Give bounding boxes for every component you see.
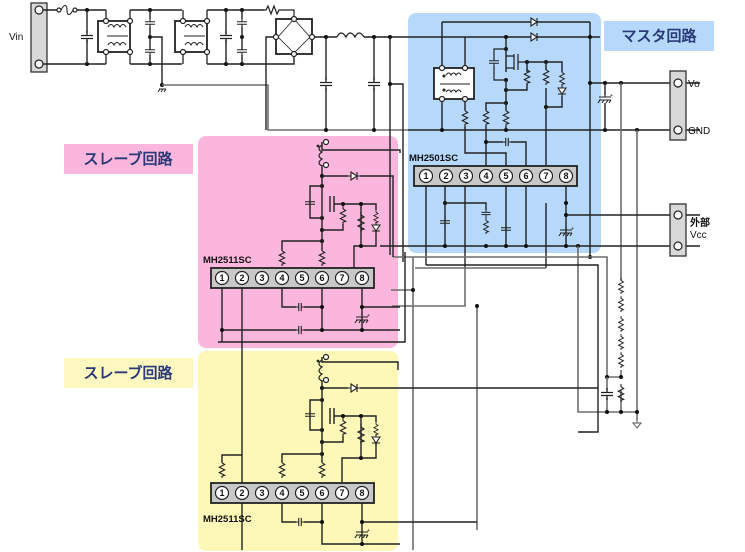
slave2-chip-pin-label: 4 bbox=[279, 488, 284, 498]
slave2-chip-pin-1 bbox=[214, 485, 230, 501]
bridge-rectifier-icon bbox=[272, 15, 316, 58]
slave1-chip-pin-3 bbox=[254, 270, 270, 286]
gnd-terminal bbox=[673, 125, 683, 135]
ext-vcc-label-2: Vcc bbox=[690, 230, 707, 241]
master-chip-pin-8 bbox=[558, 168, 574, 184]
inductor-icon bbox=[336, 32, 365, 39]
master-label: マスタ回路 bbox=[621, 27, 697, 45]
slave2-chip-pin-label: 1 bbox=[219, 488, 224, 498]
slave1-chip-pin-label: 2 bbox=[239, 273, 244, 283]
resistor-icon bbox=[264, 4, 295, 16]
common-mode-choke-icon bbox=[97, 10, 134, 64]
slave1-chip-pin-4 bbox=[274, 270, 290, 286]
slave2-chip-pin-2 bbox=[234, 485, 250, 501]
slave2-chip-pin-label: 8 bbox=[359, 488, 364, 498]
slave1-chip-pin-label: 4 bbox=[279, 273, 284, 283]
slave2-chip bbox=[210, 482, 375, 504]
slave1-chip-label: MH2511SC bbox=[203, 255, 252, 266]
fuse-icon bbox=[56, 4, 78, 16]
slave1-chip-pin-label: 8 bbox=[359, 273, 364, 283]
master-chip-pin-6 bbox=[518, 168, 534, 184]
master-chip-pin-1 bbox=[418, 168, 434, 184]
slave1-transformer-winding bbox=[316, 138, 330, 169]
vin-label: Vin bbox=[9, 32, 23, 43]
slave1-region bbox=[198, 136, 398, 348]
vo-label: Vo bbox=[688, 79, 700, 90]
master-chip-pin-label: 6 bbox=[523, 171, 528, 181]
slave2-transformer-winding bbox=[316, 353, 330, 384]
vin-connector bbox=[30, 2, 48, 73]
slave2-chip-pin-label: 5 bbox=[299, 488, 304, 498]
slave2-chip-pin-8 bbox=[354, 485, 370, 501]
master-chip-pin-label: 8 bbox=[563, 171, 568, 181]
slave2-chip-pin-6 bbox=[314, 485, 330, 501]
master-chip-pin-label: 4 bbox=[483, 171, 488, 181]
slave2-chip-pin-label: 3 bbox=[259, 488, 264, 498]
slave2-chip-pin-label: 7 bbox=[339, 488, 344, 498]
mosfet-icon bbox=[493, 48, 527, 81]
slave1-label-bg bbox=[64, 144, 193, 174]
master-label-bg bbox=[604, 21, 714, 51]
master-chip bbox=[413, 165, 578, 187]
master-chip-label: MH2501SC bbox=[409, 153, 458, 164]
master-chip-pin-7 bbox=[538, 168, 554, 184]
slave1-chip-pin-5 bbox=[294, 270, 310, 286]
master-chip-pin-4 bbox=[478, 168, 494, 184]
master-chip-pin-label: 5 bbox=[503, 171, 508, 181]
slave2-chip-pin-5 bbox=[294, 485, 310, 501]
master-chip-pin-label: 2 bbox=[443, 171, 448, 181]
slave1-chip-pin-label: 3 bbox=[259, 273, 264, 283]
slave2-chip-pin-label: 2 bbox=[239, 488, 244, 498]
output-connector bbox=[669, 70, 687, 141]
slave2-chip-pin-4 bbox=[274, 485, 290, 501]
x-capacitor-icon bbox=[80, 31, 94, 43]
ext-vcc-terminal-minus bbox=[673, 241, 683, 251]
master-chip-pin-3 bbox=[458, 168, 474, 184]
slave1-chip-pin-label: 5 bbox=[299, 273, 304, 283]
vo-terminal bbox=[673, 78, 683, 88]
ground-icon bbox=[631, 420, 643, 429]
master-chip-pin-2 bbox=[438, 168, 454, 184]
master-chip-pin-5 bbox=[498, 168, 514, 184]
slave1-chip-pin-label: 1 bbox=[219, 273, 224, 283]
slave1-chip-pin-6 bbox=[314, 270, 330, 286]
slave2-chip-label: MH2511SC bbox=[203, 514, 252, 525]
slave1-chip-pin-1 bbox=[214, 270, 230, 286]
gnd-label: GND bbox=[688, 126, 710, 137]
slave1-chip-pin-7 bbox=[334, 270, 350, 286]
vin-terminal-minus bbox=[34, 59, 44, 69]
master-chip-pin-label: 3 bbox=[463, 171, 468, 181]
slave1-chip-pin-8 bbox=[354, 270, 370, 286]
slave2-chip-pin-7 bbox=[334, 485, 350, 501]
slave1-chip-pin-label: 7 bbox=[339, 273, 344, 283]
slave2-label: スレーブ回路 bbox=[83, 364, 173, 382]
slave2-chip-pin-label: 6 bbox=[319, 488, 324, 498]
ext-vcc-terminal-plus bbox=[673, 210, 683, 220]
slave2-chip-pin-3 bbox=[254, 485, 270, 501]
slave1-label: スレーブ回路 bbox=[83, 150, 173, 168]
transformer-icon bbox=[433, 64, 475, 103]
master-chip-pin-label: 1 bbox=[423, 171, 428, 181]
master-chip-pin-label: 7 bbox=[543, 171, 548, 181]
common-mode-choke-icon-2 bbox=[174, 10, 211, 64]
slave2-label-bg bbox=[64, 358, 193, 388]
slave1-chip bbox=[210, 267, 375, 289]
slave1-chip-pin-label: 6 bbox=[319, 273, 324, 283]
vin-terminal-plus bbox=[34, 5, 44, 15]
ext-vcc-label-1: 外部 bbox=[689, 216, 710, 229]
chassis-ground-icon bbox=[157, 88, 167, 93]
slave1-chip-pin-2 bbox=[234, 270, 250, 286]
